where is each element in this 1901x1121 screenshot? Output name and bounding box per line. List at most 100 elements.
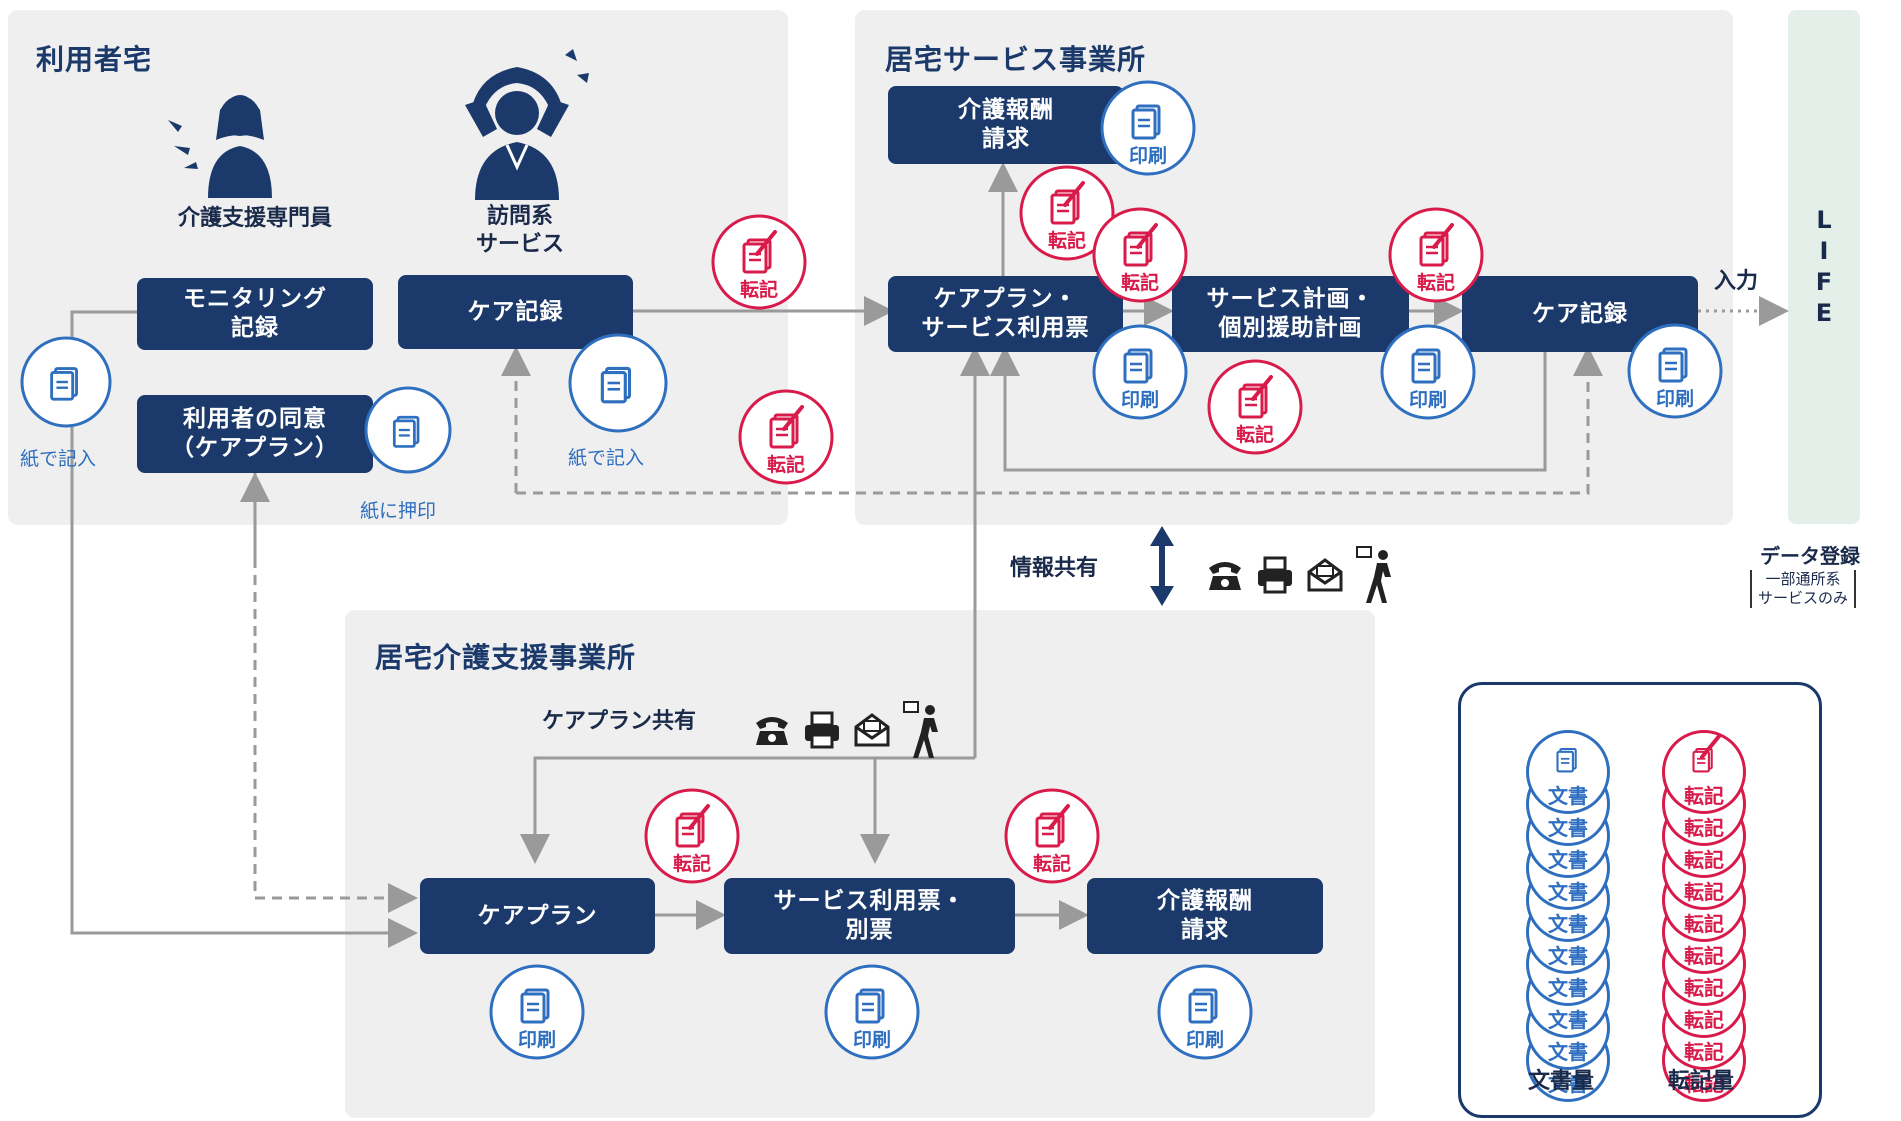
home-to-office-transcribe-badge: 転記: [710, 213, 808, 311]
visit-service-stressed-person-icon: [465, 49, 589, 200]
usage-ticket-box: サービス利用票・ 別票: [724, 878, 1015, 954]
life-letter: I: [1819, 237, 1829, 265]
legend-transcribe-disc-text: 転記: [1684, 848, 1724, 872]
careplan-transcribe-badge-graphic: [644, 788, 740, 884]
life-letter: L: [1816, 206, 1832, 234]
legend-box: [1458, 682, 1822, 1118]
legend-transcribe-disc-text: 転記: [1684, 944, 1724, 968]
legend-doc-disc-text: 文書: [1548, 1040, 1588, 1064]
legend-doc-disc-text: 文書: [1548, 816, 1588, 840]
service-plan-transcribe-badge-graphic: [1388, 207, 1484, 303]
fee-claim-top-box: 介護報酬 請求: [888, 86, 1124, 164]
office-care-record-print-badge-graphic: [1627, 323, 1723, 419]
telephone-icon: [1209, 562, 1241, 590]
careplan-usage-transcribe-badge-text: 転記: [1120, 271, 1159, 294]
fee-claim-transcribe-badge-graphic: [1019, 165, 1115, 261]
legend-doc-disc-text: 文書: [1548, 944, 1588, 968]
careplan-usage-transcribe-badge-graphic: [1092, 207, 1188, 303]
careplan-print-badge-text: 印刷: [517, 1028, 556, 1051]
info-share-icons: [1205, 545, 1401, 605]
fee-claim-transcribe-badge-text: 転記: [1047, 229, 1086, 252]
legend-transcribe-disc-text: 転記: [1684, 880, 1724, 904]
home-to-office-transcribe-badge-text: 転記: [739, 278, 778, 301]
fee-claim-top-print-badge: 印刷: [1099, 79, 1197, 177]
fee-claim-bottom-transcribe-badge: 転記: [1003, 787, 1101, 885]
fee-claim-bottom-transcribe-badge-text: 転記: [1032, 852, 1071, 875]
data-register-note: 一部通所系 サービスのみ: [1750, 570, 1857, 608]
service-plan-transcribe-badge: 転記: [1387, 206, 1485, 304]
service-loop-transcribe-badge: 転記: [1206, 358, 1304, 456]
careplan-share-icons: [752, 700, 948, 760]
office-care-record-print-badge-text: 印刷: [1655, 387, 1694, 410]
life-input-label: 入力: [1714, 269, 1759, 294]
mail-icon: [854, 713, 890, 747]
careplan-print-badge: 印刷: [488, 963, 586, 1061]
legend-transcribe-disc-text: 転記: [1684, 1008, 1724, 1032]
legend-doc-disc: 文書: [1526, 730, 1610, 814]
usage-ticket-print-badge-text: 印刷: [852, 1028, 891, 1051]
fax-printer-icon: [1258, 556, 1292, 594]
paper-entry-left-doc-icon: [19, 335, 113, 429]
careplan-transcribe-badge-text: 転記: [672, 852, 711, 875]
fee-claim-bottom-box: 介護報酬 請求: [1087, 878, 1323, 954]
life-column: [1788, 10, 1860, 524]
home-to-office-transcribe-badge-graphic: [711, 214, 807, 310]
legend-transcribe-disc: 転記: [1662, 730, 1746, 814]
info-share-label: 情報共有: [1010, 556, 1099, 581]
careplan-print-badge-graphic: [489, 964, 585, 1060]
legend-doc-disc-text: 文書: [1548, 848, 1588, 872]
paper-stamp-caption: 紙に押印: [360, 500, 437, 522]
legend-doc-disc-text: 文書: [1548, 880, 1588, 904]
legend-doc-disc-text: 文書: [1548, 784, 1588, 808]
visit-service-label: 訪問系 サービス: [475, 204, 564, 257]
fee-claim-bottom-transcribe-badge-graphic: [1004, 788, 1100, 884]
user-consent-box: 利用者の同意 （ケアプラン）: [137, 395, 373, 473]
life-letter: F: [1815, 268, 1833, 296]
careplan-usage-print-badge: 印刷: [1091, 323, 1189, 421]
paper-entry-mid-caption: 紙で記入: [568, 447, 645, 469]
paper-entry-mid-doc-icon: [567, 332, 669, 434]
service-plan-print-badge: 印刷: [1379, 323, 1477, 421]
paper-stamp-doc-icon: [363, 385, 453, 475]
service-office-panel-title: 居宅サービス事業所: [885, 43, 1147, 76]
careplan-transcribe-badge: 転記: [643, 787, 741, 885]
walking-courier-icon: [1356, 546, 1391, 603]
legend-doc-disc-text: 文書: [1548, 912, 1588, 936]
legend-transcribe-disc-text: 転記: [1684, 784, 1724, 808]
legend-doc-top-glyph: [1556, 747, 1577, 773]
paper-entry-mid-doc-icon-graphic: [568, 333, 668, 433]
fax-printer-icon: [805, 711, 839, 749]
life-label: L I F E: [1808, 205, 1840, 329]
legend-doc-disc-text: 文書: [1548, 1072, 1588, 1096]
fee-claim-transcribe-badge: 転記: [1018, 164, 1116, 262]
fee-claim-top-print-badge-graphic: [1100, 80, 1196, 176]
service-plan-transcribe-badge-text: 転記: [1416, 271, 1455, 294]
service-plan-print-badge-text: 印刷: [1408, 388, 1447, 411]
monitoring-record-box: モニタリング 記録: [137, 278, 373, 350]
paper-entry-left-doc-icon-graphic: [20, 336, 112, 428]
care-manager-person-icon: [168, 95, 272, 198]
life-letter: E: [1815, 299, 1833, 327]
service-plan-print-badge-graphic: [1380, 324, 1476, 420]
legend-transcribe-disc-text: 転記: [1684, 816, 1724, 840]
service-loop-transcribe-badge-text: 転記: [1235, 423, 1274, 446]
fee-claim-bottom-print-badge-text: 印刷: [1185, 1028, 1224, 1051]
fee-claim-bottom-print-badge: 印刷: [1156, 963, 1254, 1061]
mail-icon: [1307, 558, 1343, 592]
legend-transcribe-amount-label: 転記量: [1668, 1069, 1735, 1094]
legend-transcribe-disc-text: 転記: [1684, 1072, 1724, 1096]
fee-claim-bottom-print-badge-graphic: [1157, 964, 1253, 1060]
legend-transcribe-disc-text: 転記: [1684, 1040, 1724, 1064]
walking-courier-icon: [903, 701, 938, 758]
legend-doc-amount-label: 文書量: [1528, 1069, 1595, 1094]
paper-stamp-doc-icon-graphic: [364, 386, 452, 474]
legend-transcribe-disc-text: 転記: [1684, 912, 1724, 936]
legend-doc-disc-text: 文書: [1548, 1008, 1588, 1032]
usage-ticket-print-badge-graphic: [824, 964, 920, 1060]
legend-transcribe-disc-text: 転記: [1684, 976, 1724, 1000]
careplan-usage-transcribe-badge: 転記: [1091, 206, 1189, 304]
home-return-transcribe-badge: 転記: [737, 388, 835, 486]
telephone-icon: [756, 717, 788, 745]
care-manager-label: 介護支援専門員: [177, 206, 332, 231]
paper-entry-left-caption: 紙で記入: [20, 448, 97, 470]
